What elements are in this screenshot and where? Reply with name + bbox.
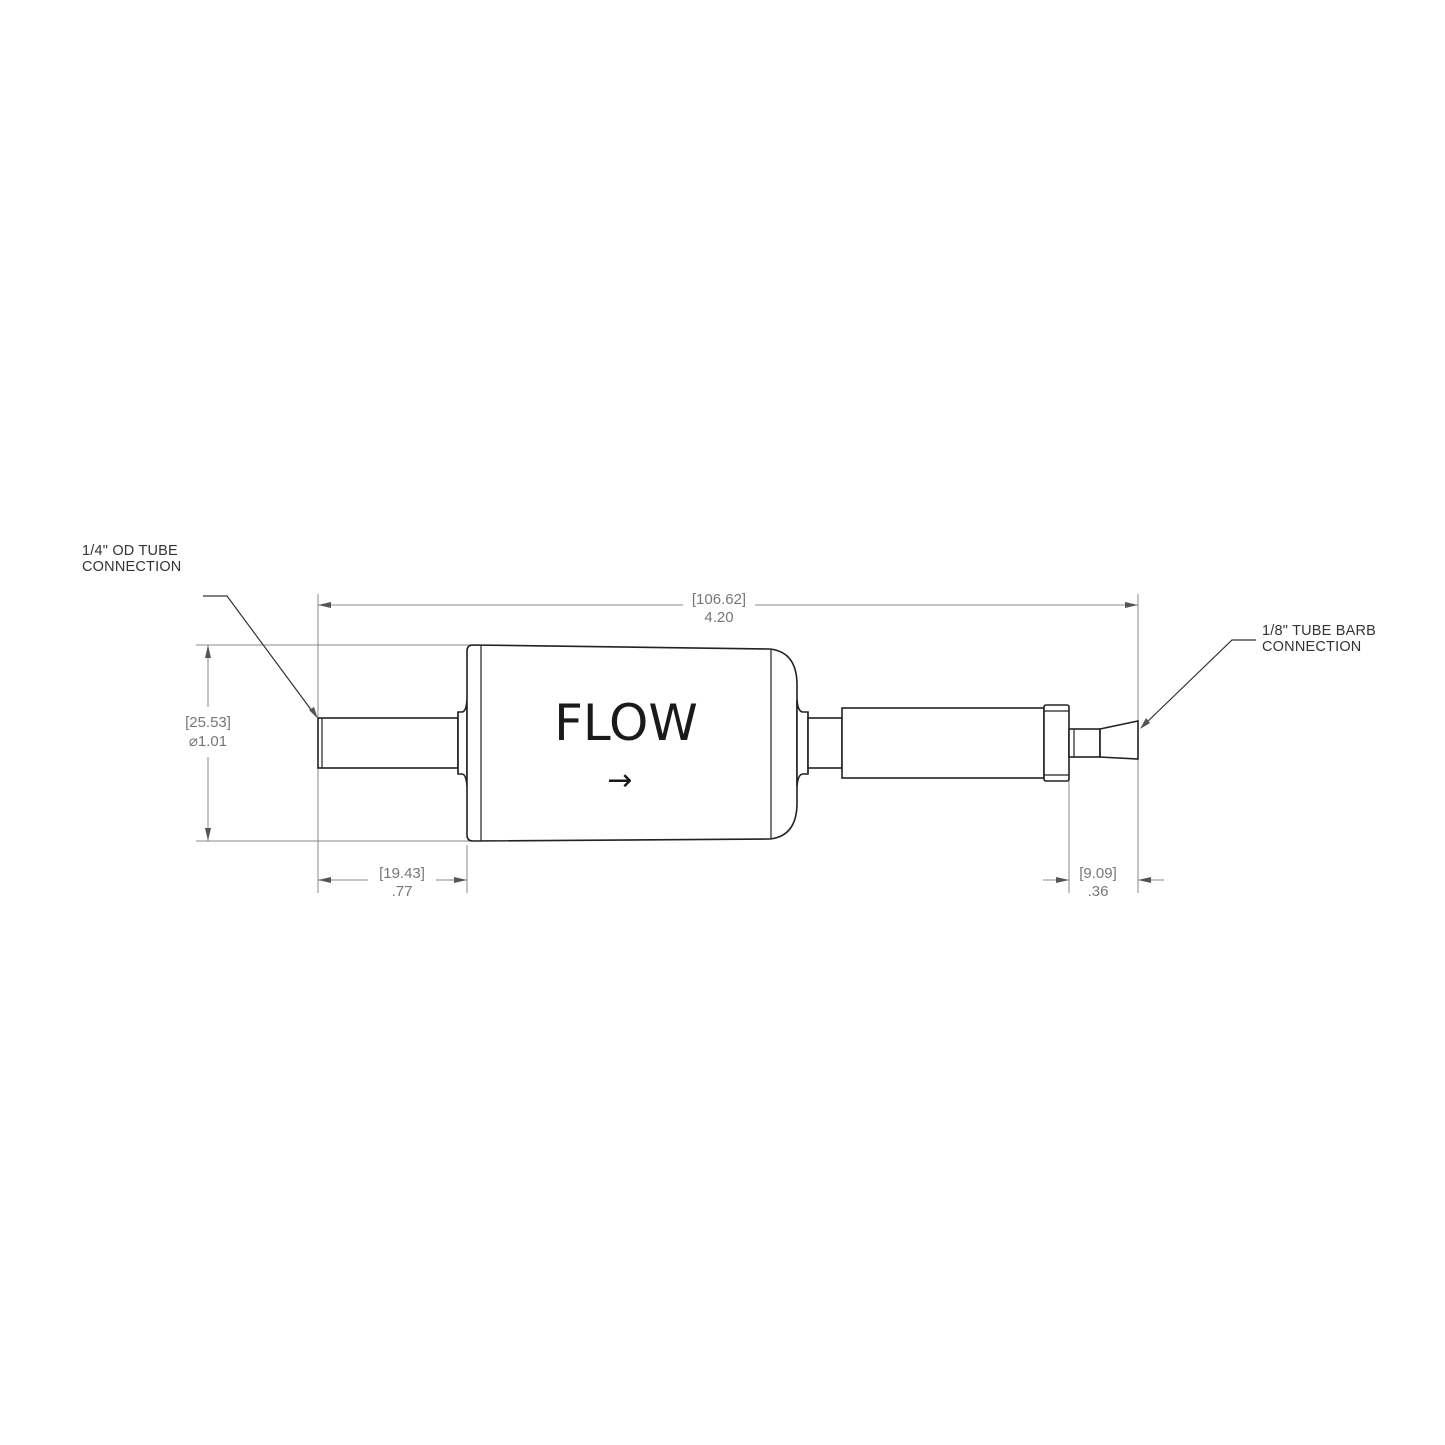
inlet-tube <box>317 699 468 787</box>
inlet-leader-line <box>203 595 316 716</box>
barb-length-metric: [9.09] <box>1079 865 1117 882</box>
overall-length-dimension: [106.62] 4.20 <box>318 591 1138 626</box>
filter-part <box>317 644 1139 842</box>
inlet-length-dimension: [19.43] .77 <box>318 865 467 900</box>
inlet-note: 1/4" OD TUBE CONNECTION <box>82 543 318 719</box>
inlet-length-imperial: .77 <box>392 883 413 900</box>
outlet-housing <box>841 707 1045 779</box>
inlet-length-metric: [19.43] <box>379 865 425 882</box>
overall-length-imperial: 4.20 <box>704 609 733 626</box>
inlet-note-line2: CONNECTION <box>82 559 181 575</box>
outlet-leader-line <box>1144 639 1256 725</box>
body-diameter-metric: [25.53] <box>185 714 231 731</box>
outlet-note-line1: 1/8" TUBE BARB <box>1262 623 1376 639</box>
barb-length-dimension: [9.09] .36 <box>1043 865 1164 900</box>
body-diameter-imperial: ⌀1.01 <box>189 733 227 750</box>
flow-label: FLOW <box>554 694 698 752</box>
barb-length-imperial: .36 <box>1088 883 1109 900</box>
tube-barb <box>1068 720 1139 760</box>
outlet-note-line2: CONNECTION <box>1262 639 1361 655</box>
main-body <box>466 644 798 842</box>
inlet-note-line1: 1/4" OD TUBE <box>82 543 178 559</box>
outlet-neck <box>796 699 843 787</box>
body-diameter-dimension: [25.53] ⌀1.01 <box>185 645 231 841</box>
hex-nut <box>1043 704 1070 782</box>
overall-length-metric: [106.62] <box>692 591 746 608</box>
outlet-note: 1/8" TUBE BARB CONNECTION <box>1140 623 1376 729</box>
flow-arrow-icon: → <box>607 763 632 798</box>
